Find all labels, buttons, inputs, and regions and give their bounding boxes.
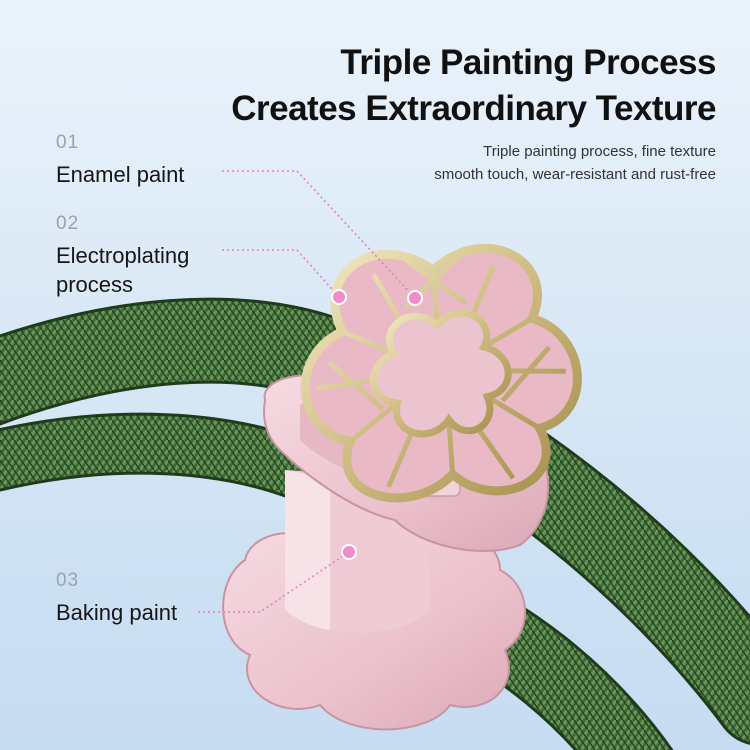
step-number: 02 bbox=[56, 213, 80, 234]
callout-dots bbox=[331, 289, 423, 560]
step-label: Baking paint bbox=[56, 598, 177, 627]
step-label: Electroplating process bbox=[56, 241, 189, 299]
callout-dot-electroplating bbox=[331, 289, 347, 305]
headline-line-2: Creates Extraordinary Texture bbox=[231, 89, 716, 128]
subheadline-line-2: smooth touch, wear-resistant and rust-fr… bbox=[434, 166, 716, 183]
step-number: 03 bbox=[56, 570, 80, 591]
step-number: 01 bbox=[56, 132, 80, 153]
callout-lines bbox=[198, 170, 416, 613]
headline-line-1: Triple Painting Process bbox=[340, 43, 716, 82]
callout-line-baking bbox=[198, 551, 350, 613]
flower-top-lattice bbox=[300, 243, 582, 503]
step-enamel-paint: 01 Enamel paint bbox=[56, 132, 184, 189]
step-label-line: process bbox=[56, 272, 134, 297]
step-label-line: Electroplating bbox=[56, 243, 190, 268]
callout-dot-enamel bbox=[407, 290, 423, 306]
step-label: Enamel paint bbox=[56, 160, 184, 189]
headline: Triple Painting Process Creates Extraord… bbox=[231, 40, 716, 132]
subheadline-line-1: Triple painting process, fine texture bbox=[483, 143, 716, 160]
callout-line-electroplating bbox=[222, 249, 340, 298]
callout-dot-baking bbox=[341, 544, 357, 560]
step-baking-paint: 03 Baking paint bbox=[56, 570, 177, 627]
step-label-line: Baking paint bbox=[56, 600, 178, 625]
subheadline: Triple painting process, fine texture sm… bbox=[434, 140, 716, 186]
step-electroplating-process: 02 Electroplating process bbox=[56, 213, 189, 299]
step-label-line: Enamel paint bbox=[56, 162, 185, 187]
callout-line-enamel bbox=[222, 170, 416, 299]
